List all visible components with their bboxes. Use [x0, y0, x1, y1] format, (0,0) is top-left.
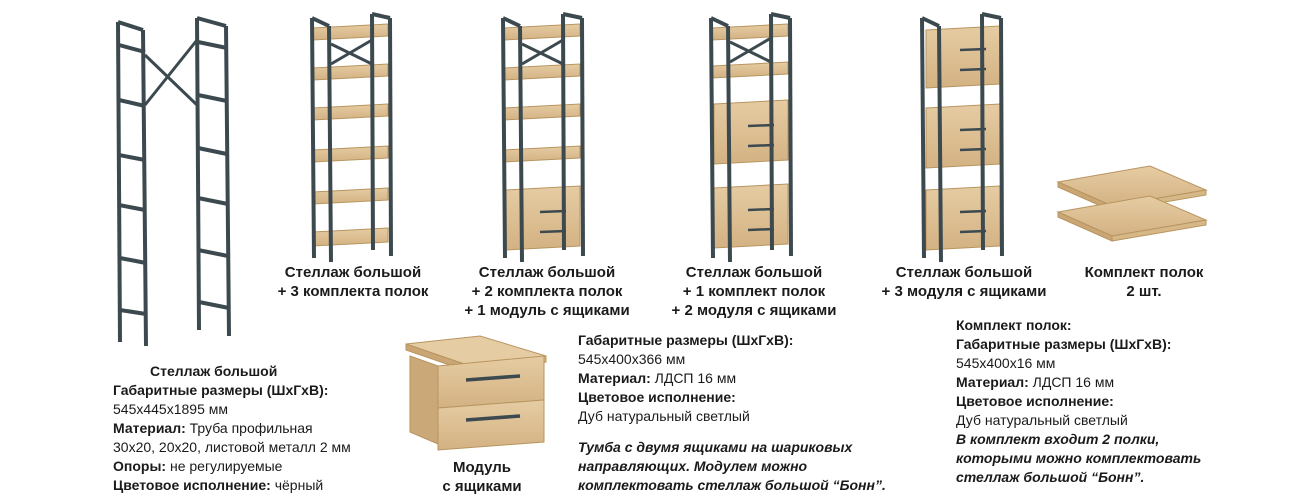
caption-line: Стеллаж большой — [478, 264, 616, 281]
caption-module: Модуль с ящиками — [430, 458, 534, 496]
caption-shelf-3-sets: Стеллаж большой + 3 комплекта полок — [270, 263, 436, 301]
module-spec: Габаритные размеры (ШхГхВ): 545х400х366 … — [578, 331, 886, 495]
caption-line: Комплект полок — [1084, 264, 1204, 281]
caption-line: Модуль — [452, 459, 512, 476]
caption-line: Стеллаж большой — [895, 264, 1033, 281]
shelf-dims-label: Габаритные размеры (ШхГхВ): — [956, 336, 1172, 352]
frame-dims-value: 545х445х1895 мм — [113, 401, 229, 417]
shelf-unit-3-modules-image — [920, 12, 1004, 263]
shelf-unit-2-sets-1-module-image — [501, 12, 585, 263]
module-note-line: Тумба с двумя ящиками на шариковых — [578, 439, 853, 455]
frame-color-label: Цветовое исполнение: — [113, 477, 271, 493]
frame-material-value-2: 30х20, 20х20, листовой металл 2 мм — [113, 439, 351, 455]
caption-line: Стеллаж большой — [284, 264, 422, 281]
module-dims-label: Габаритные размеры (ШхГхВ): — [578, 332, 794, 348]
shelf-note-line: которыми можно комплектовать — [956, 450, 1202, 466]
module-material-value: ЛДСП 16 мм — [650, 370, 737, 386]
shelf-unit-3-sets-image — [310, 12, 393, 263]
shelf-material-value: ЛДСП 16 мм — [1028, 374, 1115, 390]
caption-line: + 2 модуля с ящиками — [671, 302, 837, 319]
module-color-value: Дуб натуральный светлый — [578, 408, 750, 424]
module-material-label: Материал: — [578, 370, 651, 386]
caption-shelf-2-sets-1-module: Стеллаж большой + 2 комплекта полок + 1 … — [456, 263, 638, 320]
shelf-color-label: Цветовое исполнение: — [956, 393, 1114, 409]
shelf-note-line: В комплект входит 2 полки, — [956, 431, 1160, 447]
frame-spec: Стеллаж большой Габаритные размеры (ШхГх… — [113, 362, 351, 495]
module-dims-value: 545х400х366 мм — [578, 351, 686, 367]
module-note-line: комплектовать стеллаж большой “Бонн”. — [578, 477, 886, 493]
shelf-material-label: Материал: — [956, 374, 1029, 390]
caption-line: с ящиками — [442, 478, 522, 495]
caption-line: Стеллаж большой — [685, 264, 823, 281]
shelf-set-image — [1056, 165, 1208, 242]
shelf-color-value: Дуб натуральный светлый — [956, 412, 1128, 428]
frame-color-value: чёрный — [270, 477, 324, 493]
caption-shelf-3-modules: Стеллаж большой + 3 модуля с ящиками — [874, 263, 1054, 301]
frame-material-value: Труба профильная — [185, 420, 313, 436]
shelf-dims-value: 545х400х16 мм — [956, 355, 1056, 371]
caption-line: 2 шт. — [1126, 283, 1162, 300]
caption-line: + 2 комплекта полок — [471, 283, 623, 300]
caption-line: + 1 модуль с ящиками — [464, 302, 630, 319]
frame-image — [116, 16, 231, 347]
drawer-module-image — [405, 335, 547, 451]
shelf-set-spec: Комплект полок: Габаритные размеры (ШхГх… — [956, 316, 1201, 487]
caption-line: + 3 комплекта полок — [277, 283, 429, 300]
shelf-spec-title: Комплект полок: — [956, 317, 1072, 333]
caption-shelf-set: Комплект полок 2 шт. — [1074, 263, 1214, 301]
module-color-label: Цветовое исполнение: — [578, 389, 736, 405]
frame-supports-value: не регулируемые — [166, 458, 283, 474]
module-note-line: направляющих. Модулем можно — [578, 458, 808, 474]
shelf-note-line: стеллаж большой “Бонн”. — [956, 469, 1145, 485]
frame-spec-title: Стеллаж большой — [150, 363, 278, 379]
caption-shelf-1-set-2-modules: Стеллаж большой + 1 комплект полок + 2 м… — [662, 263, 846, 320]
frame-material-label: Материал: — [113, 420, 186, 436]
frame-dims-label: Габаритные размеры (ШхГхВ): — [113, 382, 329, 398]
frame-supports-label: Опоры: — [113, 458, 167, 474]
shelf-unit-1-set-2-modules-image — [709, 12, 793, 263]
caption-line: + 1 комплект полок — [682, 283, 826, 300]
caption-line: + 3 модуля с ящиками — [881, 283, 1047, 300]
